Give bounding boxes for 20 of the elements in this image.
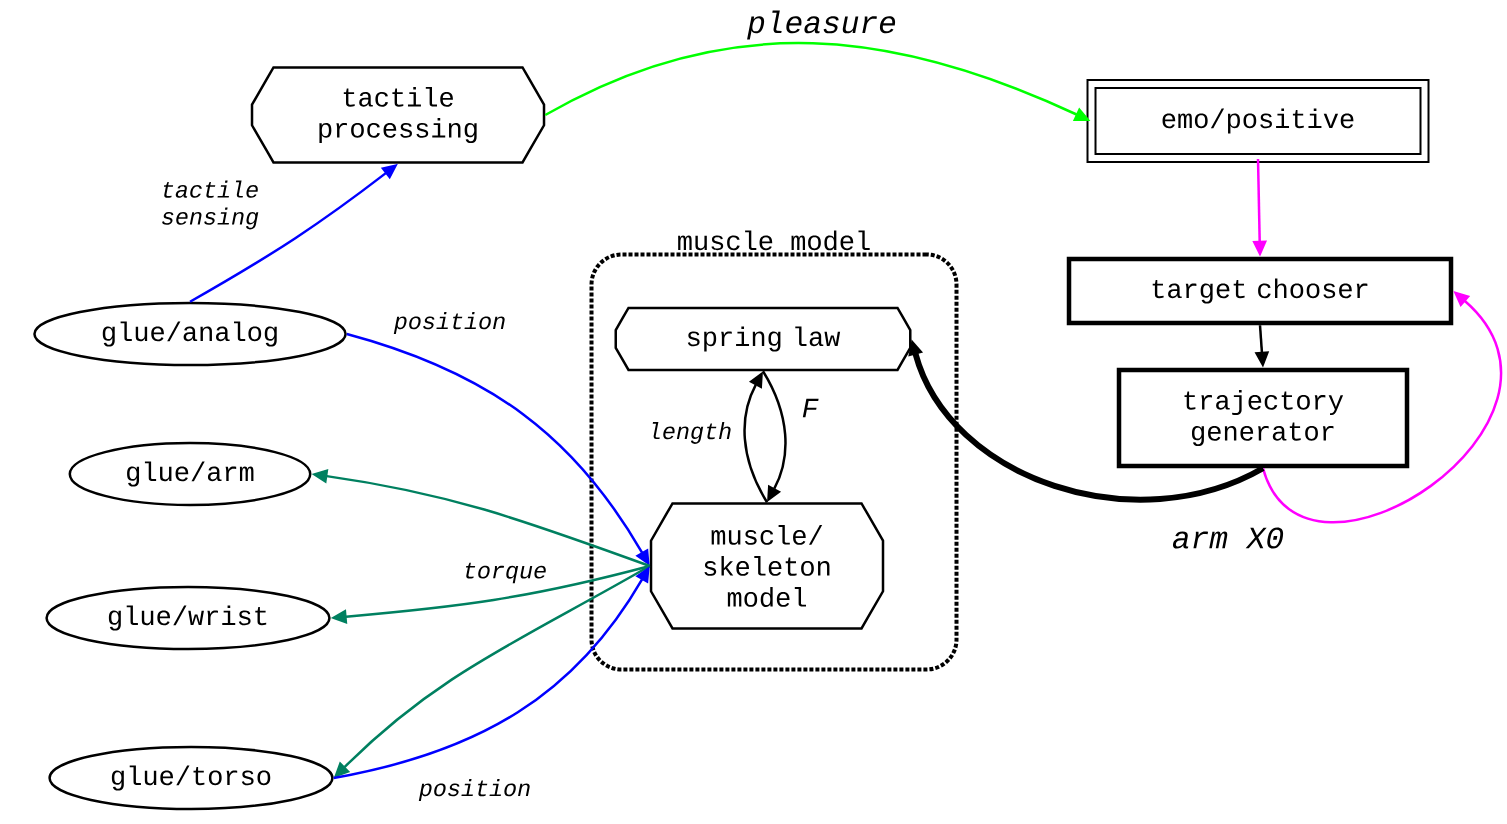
process-octagon: spring law <box>614 306 912 372</box>
process-octagon: tactile processing <box>250 66 546 164</box>
edge-label: F <box>800 397 820 419</box>
edge-label: arm X0 <box>1170 526 1286 550</box>
ellipse-node: glue/analog <box>33 301 347 367</box>
edge-label: position <box>417 778 533 802</box>
node-label: muscle model <box>678 230 870 251</box>
edge-label: torque <box>461 561 549 585</box>
edge-label: tactile sensing <box>149 179 271 231</box>
ellipse-node: glue/wrist <box>45 585 331 651</box>
process-box: target chooser <box>1066 256 1454 326</box>
process-box: trajectory generator <box>1116 367 1410 469</box>
ellipse-node: glue/arm <box>68 441 312 507</box>
edge-label: length <box>646 421 734 445</box>
arrow <box>1261 291 1502 524</box>
ellipse-node: glue/torso <box>48 745 334 811</box>
edge-label: pleasure <box>746 9 898 41</box>
edge-label: position <box>392 311 508 335</box>
process-octagon: muscle/ skeleton model <box>649 502 885 630</box>
double-box: emo/positive <box>1086 79 1430 163</box>
